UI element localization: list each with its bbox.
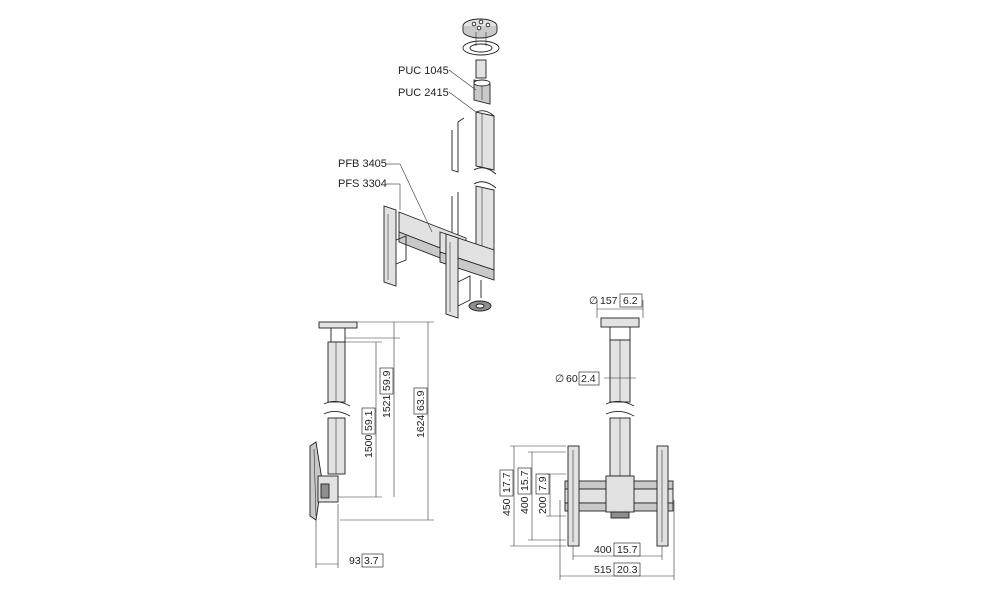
part-label-puc2415: PUC 2415 — [398, 87, 449, 99]
front-view-dimension-lines — [510, 300, 675, 580]
dim-200-in: 7.9 — [537, 476, 549, 491]
dim-93-mm: 93 — [349, 555, 361, 567]
dim-1624-mm: 1624 — [415, 414, 427, 438]
dim-400h-in: 15.7 — [617, 544, 638, 556]
dim-400-horizontal: 400 15.7 — [594, 542, 641, 557]
dim-157-in: 6.2 — [623, 295, 638, 307]
screen-bracket — [383, 205, 495, 319]
dim-400v-in: 15.7 — [519, 470, 531, 491]
part-leaders — [386, 69, 477, 233]
dim-400v-mm: 400 — [519, 496, 531, 514]
part-label-puc1045: PUC 1045 — [398, 65, 449, 77]
dim-157: ∅ 157 6.2 — [589, 293, 643, 308]
dim-60: ∅ 60 2.4 — [555, 371, 600, 386]
dim-1521: 1521 59.9 — [379, 367, 394, 418]
dim-1500-in: 59.1 — [363, 410, 375, 431]
pole-end-cap — [468, 280, 492, 312]
dim-1521-mm: 1521 — [381, 394, 393, 418]
dim-515: 515 20.3 — [594, 562, 641, 577]
dim-60-in: 2.4 — [581, 373, 596, 385]
dim-93-in: 3.7 — [364, 555, 379, 567]
exploded-view — [383, 18, 500, 319]
pole-coupler — [473, 59, 491, 105]
dim-400h-mm: 400 — [594, 544, 612, 556]
dim-515-in: 20.3 — [617, 564, 638, 576]
dim-200: 200 7.9 — [535, 473, 550, 514]
ceiling-plate — [462, 18, 500, 56]
dim-157-symbol: ∅ — [589, 295, 598, 307]
dim-1521-in: 59.9 — [381, 370, 393, 391]
dim-157-mm: 157 — [600, 295, 618, 307]
dim-450-in: 17.7 — [501, 472, 513, 493]
dim-515-mm: 515 — [594, 564, 612, 576]
part-label-pfb3405: PFB 3405 — [338, 158, 387, 170]
dim-60-symbol: ∅ — [555, 373, 564, 385]
side-view-dimension-lines — [315, 321, 434, 568]
dim-1500: 1500 59.1 — [361, 407, 376, 458]
dim-1624-in: 63.9 — [415, 390, 427, 411]
ceiling-pole — [451, 110, 497, 253]
dim-60-mm: 60 — [566, 373, 578, 385]
dim-450: 450 17.7 — [499, 469, 514, 516]
side-view — [309, 321, 358, 521]
dim-450-mm: 450 — [501, 498, 513, 516]
dim-200-mm: 200 — [537, 496, 549, 514]
dim-400-vertical: 400 15.7 — [517, 467, 532, 514]
dim-1624: 1624 63.9 — [413, 387, 428, 438]
part-label-pfs3304: PFS 3304 — [338, 178, 387, 190]
dim-93: 93 3.7 — [349, 553, 384, 568]
front-view — [564, 317, 674, 547]
dim-1500-mm: 1500 — [363, 434, 375, 458]
